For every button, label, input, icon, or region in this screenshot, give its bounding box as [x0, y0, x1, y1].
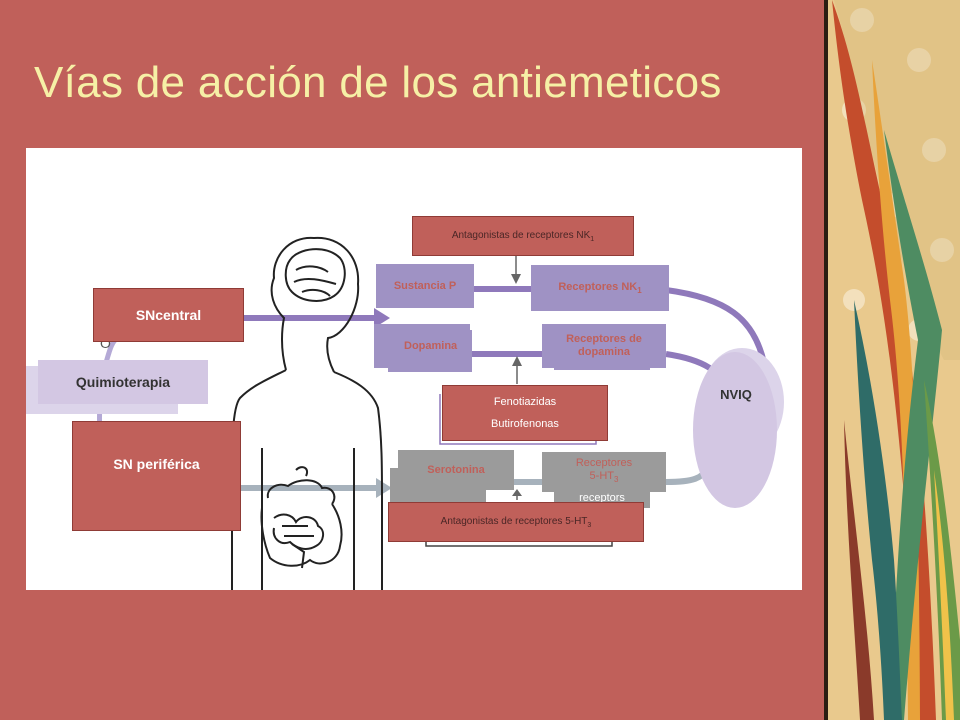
ht3-antagonists-label: Antagonistas de receptores 5-HT3: [440, 515, 592, 529]
dop-drug-arrowhead: [512, 356, 522, 366]
sn-periferica-label: SN periférica: [113, 456, 200, 472]
ht3-receptors-back-label: receptors: [579, 492, 625, 504]
ht3-drug-arrowhead: [512, 489, 522, 496]
dopamine-receptors-box: Receptores de dopamina: [542, 324, 666, 368]
ht3-antagonists-box: Antagonistas de receptores 5-HT3: [388, 502, 644, 542]
ht3-receptors-box: Receptores 5-HT3: [542, 452, 666, 492]
dopamine-antagonists-box: Fenotiazidas Butirofenonas: [442, 385, 608, 441]
butirofenonas-label: Butirofenonas: [491, 418, 559, 430]
dopamine-receptors-line1: Receptores de: [566, 333, 642, 345]
nk1-receptors-box: Receptores NK1: [531, 265, 669, 311]
decorative-side-border: [824, 0, 960, 720]
central-arrowhead: [374, 308, 390, 328]
quimioterapia-label: Quimioterapia: [75, 374, 171, 390]
nk1-receptors-label: Receptores NK1: [558, 280, 642, 296]
nviq-label: NVIQ: [706, 382, 766, 406]
nviq-text: NVIQ: [720, 386, 752, 402]
serotonina-label: Serotonina: [427, 464, 485, 476]
fenotiazidas-label: Fenotiazidas: [493, 396, 557, 408]
dopamine-receptors-line2: dopamina: [578, 346, 630, 358]
nk1-antagonists-label: Antagonistas de receptores NK1: [451, 229, 595, 243]
loop-mark: O: [100, 335, 111, 351]
dopamina-label: Dopamina: [404, 340, 458, 352]
diagram-panel: O: [26, 148, 802, 590]
nviq-ellipse: [693, 352, 777, 508]
quimioterapia-box: Quimioterapia: [38, 360, 208, 404]
peripheral-arrowhead: [376, 478, 392, 498]
sustancia-p-box: Sustancia P: [376, 264, 474, 308]
ht3-receptors-line1: Receptores: [575, 457, 633, 470]
diagram-graphics: O: [97, 236, 784, 590]
serotonina-box: Serotonina: [398, 450, 514, 490]
sn-periferica-box: SN periférica: [72, 421, 241, 531]
sncentral-box: SNcentral: [93, 288, 244, 342]
nk1-path: [474, 286, 767, 364]
sncentral-label: SNcentral: [135, 307, 202, 323]
nk1-antagonists-box: Antagonistas de receptores NK1: [412, 216, 634, 256]
nk1-drug-arrowhead: [511, 274, 521, 284]
dopamina-box: Dopamina: [374, 324, 470, 368]
slide-title: Vías de acción de los antiemeticos: [34, 58, 722, 107]
human-silhouette: [231, 236, 383, 590]
sustancia-p-label: Sustancia P: [393, 280, 457, 292]
ht3-receptors-line2: 5-HT3: [589, 470, 619, 485]
